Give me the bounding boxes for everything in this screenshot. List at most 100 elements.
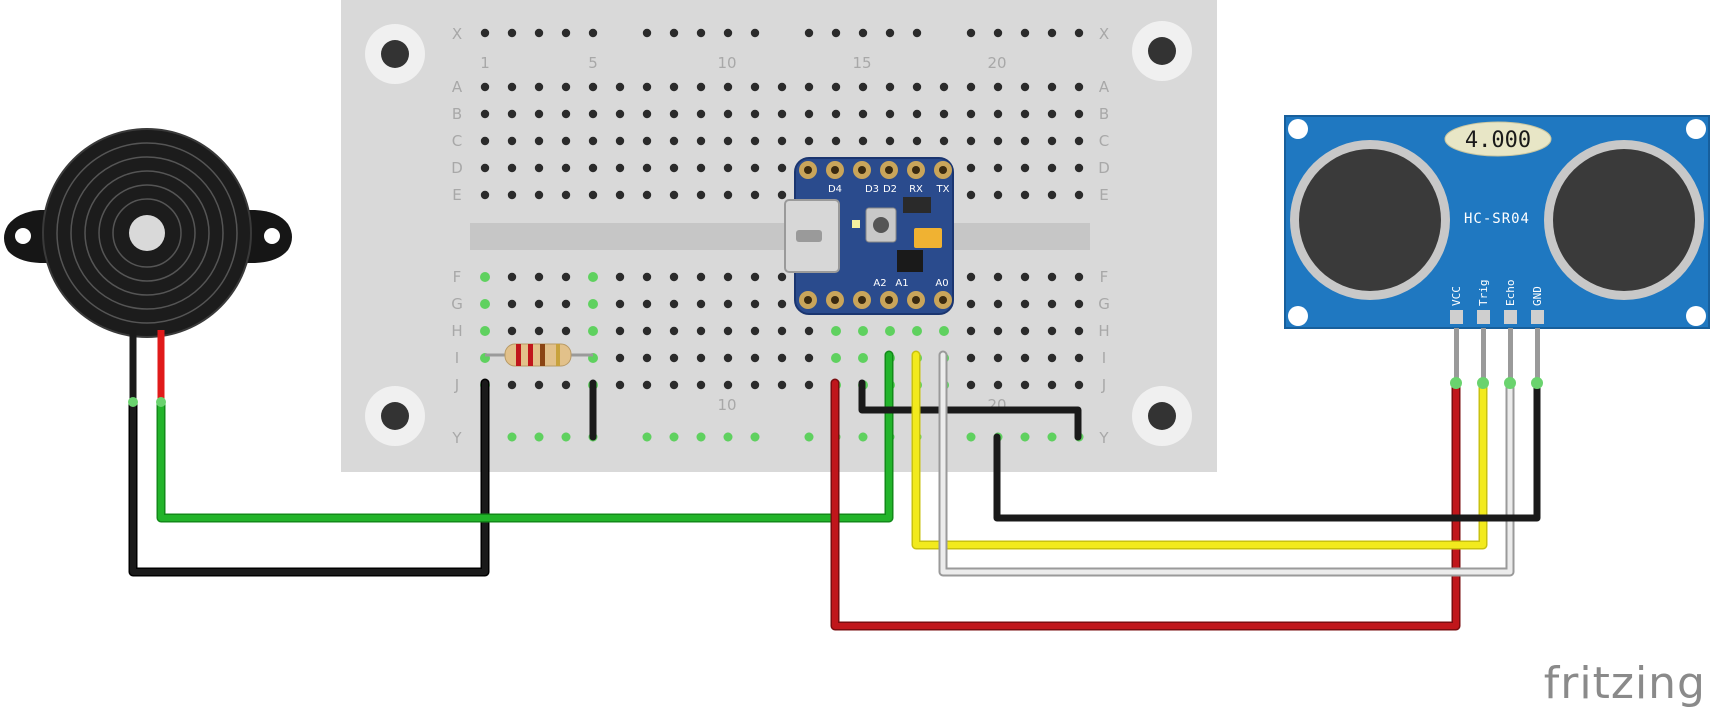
breadboard: X X Y Y A B C D E F G H I J A B C D E F …	[341, 0, 1217, 472]
breadboard-hole	[939, 136, 949, 146]
breadboard-hole	[615, 82, 625, 92]
rail-hole	[831, 28, 841, 38]
breadboard-hole	[993, 190, 1003, 200]
breadboard-hole	[588, 109, 598, 119]
breadboard-hole	[750, 163, 760, 173]
connected-hole	[939, 326, 949, 336]
breadboard-hole	[966, 190, 976, 200]
rail-label-top-right: X	[1099, 25, 1109, 43]
breadboard-hole	[669, 163, 679, 173]
breadboard-hole	[777, 109, 787, 119]
breadboard-hole	[1020, 109, 1030, 119]
resistor-band	[556, 344, 560, 366]
pin-label: TX	[936, 184, 950, 195]
breadboard-hole	[966, 136, 976, 146]
breadboard-hole	[831, 109, 841, 119]
breadboard-hole	[534, 190, 544, 200]
breadboard-hole	[1074, 109, 1084, 119]
breadboard-hole	[885, 136, 895, 146]
breadboard-hole	[750, 272, 760, 282]
breadboard-hole	[1020, 190, 1030, 200]
mounting-hole	[1132, 21, 1192, 81]
breadboard-hole	[966, 299, 976, 309]
breadboard-hole	[507, 163, 517, 173]
rail-hole	[993, 28, 1003, 38]
breadboard-hole	[1074, 353, 1084, 363]
sensor-pin-label: VCC	[1450, 286, 1463, 306]
breadboard-hole	[804, 326, 814, 336]
reset-button-cap	[873, 217, 889, 233]
breadboard-hole	[777, 272, 787, 282]
breadboard-hole	[723, 190, 733, 200]
column-number: 5	[588, 54, 598, 72]
breadboard-hole	[642, 299, 652, 309]
rail-hole	[858, 28, 868, 38]
rail-hole	[696, 28, 706, 38]
breadboard-hole	[939, 82, 949, 92]
breadboard-hole	[696, 326, 706, 336]
sensor-mount-hole	[1288, 306, 1308, 326]
breadboard-hole	[777, 326, 787, 336]
connected-hole	[480, 299, 490, 309]
breadboard-hole	[1047, 109, 1057, 119]
breadboard-hole	[669, 272, 679, 282]
crystal-display	[1444, 121, 1552, 157]
wire-yellow	[913, 352, 1486, 548]
resistor-band	[528, 344, 533, 366]
breadboard-hole	[777, 353, 787, 363]
breadboard-hole	[534, 136, 544, 146]
connected-hole	[966, 432, 976, 442]
breadboard-hole	[696, 163, 706, 173]
breadboard-center-channel	[470, 223, 1090, 250]
breadboard-hole	[1020, 163, 1030, 173]
regulator	[897, 250, 923, 272]
breadboard-hole	[669, 109, 679, 119]
breadboard-hole	[642, 109, 652, 119]
breadboard-hole	[588, 82, 598, 92]
ultrasonic-sensor: 4.000 HC-SR04 VCC Trig Echo GND	[1284, 115, 1710, 389]
breadboard-hole	[480, 136, 490, 146]
breadboard-hole	[723, 272, 733, 282]
breadboard-hole	[912, 136, 922, 146]
connected-hole	[642, 432, 652, 442]
breadboard-hole	[1047, 299, 1057, 309]
breadboard-hole	[723, 109, 733, 119]
connected-hole	[669, 432, 679, 442]
buzzer-center	[129, 215, 165, 251]
breadboard-hole	[642, 190, 652, 200]
breadboard-hole	[1074, 299, 1084, 309]
resistor-band	[540, 344, 545, 366]
rail-hole	[588, 28, 598, 38]
breadboard-hole	[993, 163, 1003, 173]
breadboard-hole	[507, 380, 517, 390]
breadboard-hole	[966, 163, 976, 173]
breadboard-hole	[534, 163, 544, 173]
breadboard-hole	[534, 326, 544, 336]
breadboard-hole	[723, 136, 733, 146]
row-label-left: D	[451, 159, 463, 177]
breadboard-hole	[696, 190, 706, 200]
breadboard-hole	[642, 326, 652, 336]
breadboard-hole	[831, 82, 841, 92]
lead-connector	[128, 397, 138, 407]
breadboard-hole	[1020, 326, 1030, 336]
breadboard-hole	[588, 190, 598, 200]
breadboard-hole	[480, 109, 490, 119]
row-label-right: H	[1098, 322, 1109, 340]
pin-label: A0	[935, 278, 948, 289]
breadboard-hole	[750, 326, 760, 336]
pin-label: D4	[828, 184, 842, 195]
breadboard-hole	[507, 326, 517, 336]
resistor-band	[516, 344, 521, 366]
pin-label: A1	[895, 278, 908, 289]
breadboard-hole	[993, 136, 1003, 146]
breadboard-hole	[1047, 163, 1057, 173]
breadboard-hole	[831, 136, 841, 146]
fritzing-logo: fritzing	[1544, 658, 1706, 708]
breadboard-hole	[561, 82, 571, 92]
breadboard-hole	[804, 82, 814, 92]
breadboard-hole	[966, 326, 976, 336]
led	[852, 220, 860, 228]
